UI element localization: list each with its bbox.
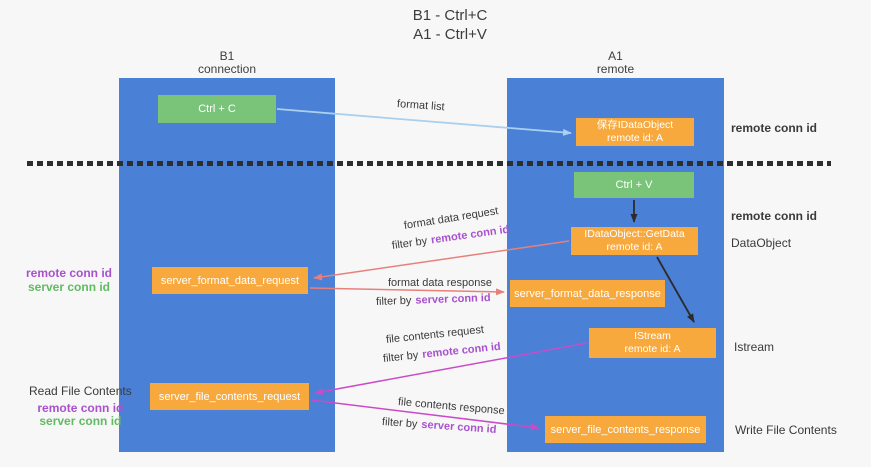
- server-file-contents-response-box: server_file_contents_response: [545, 416, 706, 443]
- read-file-contents-annotation: Read File Contents remote conn id server…: [29, 385, 132, 428]
- getdata-line1: IDataObject::GetData: [584, 228, 685, 240]
- save-dataobject-line1: 保存IDataObject: [596, 119, 674, 131]
- right-column-name: A1: [608, 49, 623, 63]
- remote-conn-id-key: remote conn id: [430, 223, 510, 247]
- title-line-1: B1 - Ctrl+C: [412, 7, 488, 24]
- left-column-name: B1: [219, 49, 235, 63]
- server-format-data-request-box: server_format_data_request: [152, 267, 308, 294]
- idataobject-getdata-box: IDataObject::GetData remote id: A: [571, 227, 698, 255]
- istream-line2: remote id: A: [624, 343, 681, 355]
- left-bottom-server-conn-id: server conn id: [39, 414, 122, 428]
- ctrl-c-label: Ctrl + C: [198, 103, 236, 115]
- istream-annotation: Istream: [734, 340, 775, 354]
- ctrl-v-label: Ctrl + V: [615, 179, 653, 191]
- ctrl-v-box: Ctrl + V: [574, 172, 694, 198]
- left-column-role: connection: [197, 62, 257, 76]
- file-contents-request-label: file contents request: [385, 323, 485, 346]
- dashed-separator-line: [27, 161, 831, 166]
- format-list-label: format list: [396, 98, 445, 114]
- left-server-conn-id: server conn id: [27, 280, 111, 294]
- save-dataobject-line2: remote id: A: [606, 132, 664, 144]
- getdata-line2: remote id: A: [606, 241, 663, 253]
- file-contents-response-label: file contents response: [397, 396, 506, 418]
- read-file-contents-label: Read File Contents: [29, 384, 132, 398]
- remote-conn-id-key: remote conn id: [421, 340, 502, 361]
- title-line-2: A1 - Ctrl+V: [413, 26, 487, 43]
- file-response-label: server_file_contents_response: [550, 423, 701, 436]
- left-remote-conn-id: remote conn id: [26, 266, 113, 280]
- file-request-label: server_file_contents_request: [158, 390, 301, 403]
- filter-by-text: filter by: [375, 294, 412, 308]
- right-remote-conn-id-mid: remote conn id: [731, 209, 818, 223]
- left-bottom-remote-conn-id: remote conn id: [37, 401, 124, 415]
- right-column-header: A1 remote: [507, 50, 724, 76]
- ctrl-c-box: Ctrl + C: [158, 95, 276, 123]
- server-conn-id-key: server conn id: [415, 292, 491, 307]
- dataobject-annotation: DataObject: [731, 236, 792, 250]
- filter-by-text: filter by: [381, 416, 418, 431]
- filter-by-text: filter by: [391, 235, 428, 252]
- format-request-label: server_format_data_request: [160, 274, 300, 287]
- istream-box: IStream remote id: A: [589, 328, 716, 358]
- write-file-contents-annotation: Write File Contents: [735, 423, 837, 437]
- left-column-header: B1 connection: [119, 50, 335, 76]
- filter-by-text: filter by: [382, 349, 419, 365]
- server-format-data-response-box: server_format_data_response: [510, 280, 665, 307]
- server-file-contents-request-box: server_file_contents_request: [150, 383, 309, 410]
- server-conn-id-key: server conn id: [420, 418, 497, 436]
- format-response-label: server_format_data_response: [514, 287, 661, 300]
- format-data-response-label: format data response: [388, 277, 492, 289]
- left-conn-id-annotation: remote conn id server conn id: [26, 266, 112, 294]
- save-dataobject-box: 保存IDataObject remote id: A: [576, 118, 694, 146]
- istream-line1: IStream: [634, 330, 671, 342]
- diagram-title: B1 - Ctrl+C A1 - Ctrl+V: [355, 6, 545, 44]
- right-column-role: remote: [596, 62, 635, 76]
- right-remote-conn-id-top: remote conn id: [731, 121, 818, 135]
